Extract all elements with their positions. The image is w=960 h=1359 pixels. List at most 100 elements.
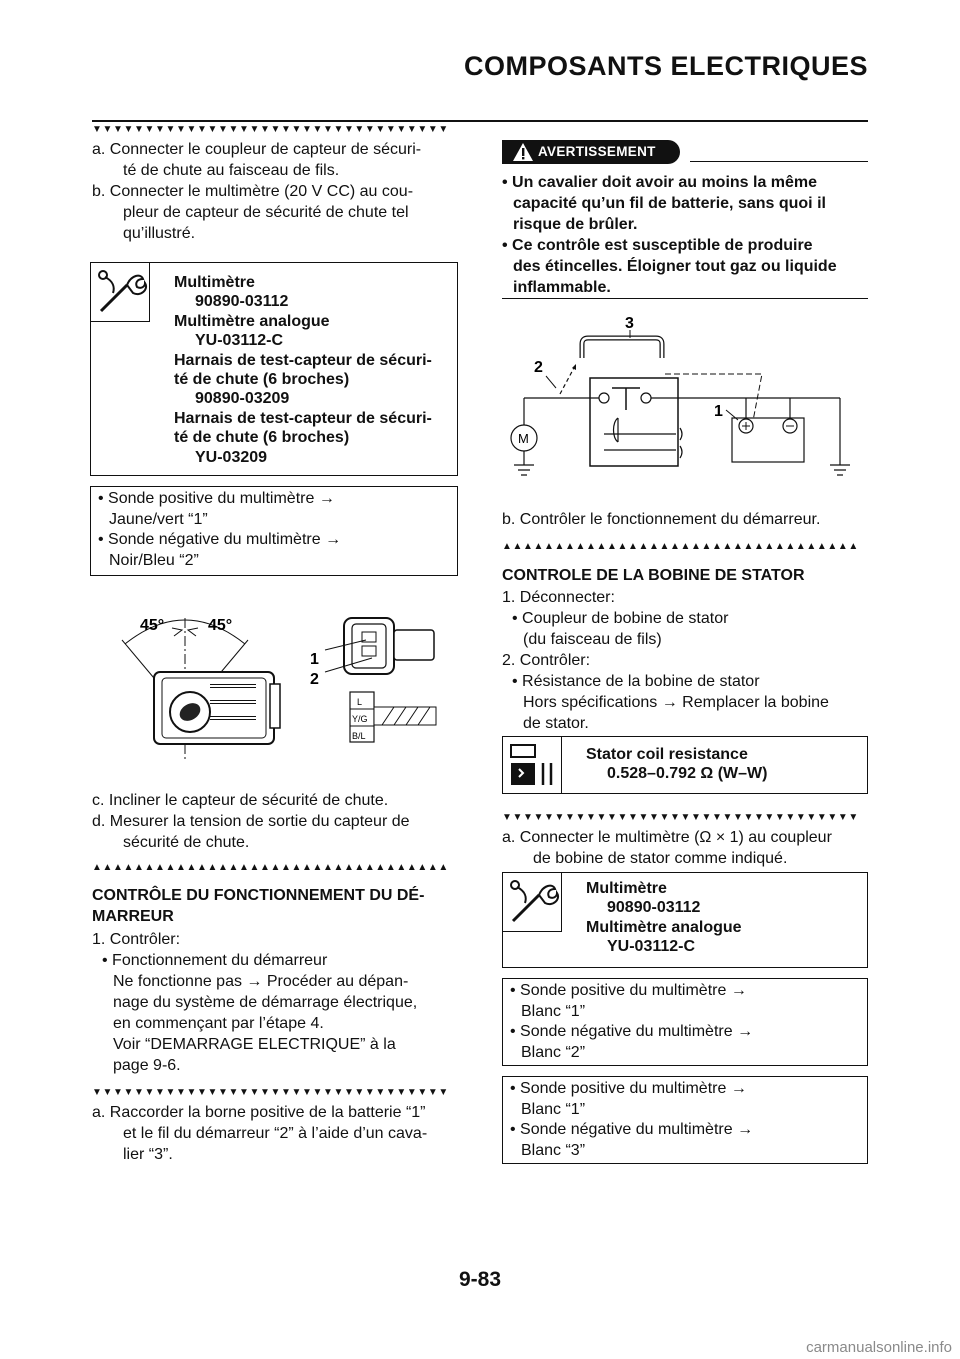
probe-line: • Sonde négative du multimètre →: [510, 1121, 754, 1138]
tool-icon: [503, 873, 562, 932]
check-item: en commençant par l’étape 4.: [113, 1015, 324, 1032]
probe-line: Noir/Bleu “2”: [109, 551, 199, 569]
check-item: nage du système de démarrage électrique,: [113, 994, 418, 1011]
page-number: 9-83: [458, 1268, 502, 1291]
step-a-line1: a. Connecter le coupleur de capteur de s…: [92, 141, 422, 158]
angle-left-label: 45°: [140, 617, 164, 634]
tool-line: YU-03209: [195, 448, 268, 466]
stator-item: • Résistance de la bobine de stator: [512, 673, 760, 690]
section-heading-stator: CONTROLE DE LA BOBINE DE STATOR: [502, 567, 805, 584]
check-item: Voir “DEMARRAGE ELECTRIQUE” à la: [113, 1036, 396, 1053]
check-item: Ne fonctionne pas → Procéder au dépan-: [113, 973, 409, 990]
warning-line: • Ce contrôle est susceptible de produir…: [502, 237, 813, 254]
section-heading-starter-2: MARREUR: [92, 908, 174, 925]
multimeter-spec-icon: [510, 744, 553, 785]
starter-lead-label-2: 2: [534, 359, 543, 376]
probe-line: • Sonde positive du multimètre →: [510, 982, 747, 999]
warning-line: risque de brûler.: [513, 216, 638, 233]
step-d-line2: sécurité de chute.: [123, 834, 250, 851]
procedure-start-marker: ▼▼▼▼▼▼▼▼▼▼▼▼▼▼▼▼▼▼▼▼▼▼▼▼▼▼▼▼▼▼▼▼▼▼: [92, 125, 449, 135]
wire-label-yg: Y/G: [352, 714, 368, 724]
stator-item: Hors spécifications → Remplacer la bobin…: [523, 694, 829, 711]
tool-line: Harnais de test-capteur de sécuri-: [174, 351, 432, 369]
tool-line: Multimètre: [586, 880, 667, 897]
special-tool-box: Multimètre 90890-03112 Multimètre analog…: [502, 872, 868, 968]
warning-label: AVERTISSEMENT: [538, 144, 656, 159]
wire-label-l: L: [357, 697, 362, 707]
procedure-end-marker: ▲▲▲▲▲▲▲▲▲▲▲▲▲▲▲▲▲▲▲▲▲▲▲▲▲▲▲▲▲▲▲▲▲▲: [502, 542, 859, 552]
starter-circuit-diagram: 3 2 1 M: [510, 315, 850, 476]
probe-line: • Sonde négative du multimètre →: [98, 531, 342, 548]
warning-text: • Un cavalier doit avoir au moins la mêm…: [502, 172, 837, 298]
procedure-start-marker: ▼▼▼▼▼▼▼▼▼▼▼▼▼▼▼▼▼▼▼▼▼▼▼▼▼▼▼▼▼▼▼▼▼▼: [502, 813, 859, 823]
step-b-line3: qu’illustré.: [123, 225, 196, 242]
step-b-line1: b. Connecter le multimètre (20 V CC) au …: [92, 183, 414, 200]
lean-angle-sensor-figure: 45° 45° 1 2 L Y/G B/L: [121, 617, 437, 760]
probe-line: • Sonde positive du multimètre →: [98, 490, 335, 507]
battery-terminal-label-1: 1: [714, 403, 723, 420]
warning-line: capacité qu’un fil de batterie, sans quo…: [513, 195, 826, 212]
check-item: • Fonctionnement du démarreur: [102, 952, 328, 969]
procedure-start-marker: ▼▼▼▼▼▼▼▼▼▼▼▼▼▼▼▼▼▼▼▼▼▼▼▼▼▼▼▼▼▼▼▼▼▼: [92, 1088, 449, 1098]
tool-line: Multimètre analogue: [586, 918, 742, 936]
stator-step: 2. Contrôler:: [502, 652, 591, 669]
warning-icon: [513, 143, 533, 161]
step-b-line2: pleur de capteur de sécurité de chute te…: [123, 204, 409, 221]
jumper-step-line2: et le fil du démarreur “2” à l’aide d’un…: [123, 1125, 428, 1142]
tool-line: YU-03112-C: [195, 332, 284, 350]
tool-line: Multimètre: [174, 274, 255, 291]
tool-line: YU-03112-C: [607, 938, 696, 956]
special-tool-box: Multimètre 90890-03112 Multimètre analog…: [90, 262, 458, 476]
motor-label: M: [518, 431, 529, 446]
tool-line: Harnais de test-capteur de sécuri-: [174, 409, 432, 427]
spec-icon-cell: [503, 737, 562, 793]
probe-box: • Sonde positive du multimètre → Jaune/v…: [90, 486, 458, 576]
spec-box: Stator coil resistance 0.528–0.792 Ω (W–…: [502, 736, 868, 794]
tool-icon: [91, 263, 150, 322]
spec-value: 0.528–0.792 Ω (W–W): [607, 765, 768, 782]
probe-box: • Sonde positive du multimètre → Blanc “…: [502, 1076, 868, 1164]
warning-line: • Un cavalier doit avoir au moins la mêm…: [502, 174, 818, 191]
warning-banner: AVERTISSEMENT: [502, 140, 680, 164]
check-item: page 9-6.: [113, 1057, 181, 1074]
step-d-line1: d. Mesurer la tension de sortie du capte…: [92, 813, 410, 830]
connect-step-line1: a. Connecter le multimètre (Ω × 1) au co…: [502, 829, 832, 846]
callout-1: 1: [310, 651, 319, 668]
probe-line: Blanc “2”: [521, 1043, 586, 1061]
spec-title: Stator coil resistance: [586, 746, 748, 763]
tool-line: 90890-03209: [195, 390, 290, 408]
warning-line: des étincelles. Éloigner tout gaz ou liq…: [513, 258, 837, 275]
stator-item: de stator.: [523, 715, 589, 732]
callout-2: 2: [310, 671, 319, 688]
check-step: 1. Contrôler:: [92, 931, 181, 948]
jumper-step-line3: lier “3”.: [123, 1146, 173, 1163]
connect-step-line2: de bobine de stator comme indiqué.: [533, 850, 788, 867]
tool-line: té de chute (6 broches): [174, 429, 350, 447]
procedure-end-marker: ▲▲▲▲▲▲▲▲▲▲▲▲▲▲▲▲▲▲▲▲▲▲▲▲▲▲▲▲▲▲▲▲▲▲: [92, 863, 449, 873]
stator-step: 1. Déconnecter:: [502, 589, 615, 606]
page-title: COMPOSANTS ELECTRIQUES: [463, 51, 868, 81]
probe-line: • Sonde positive du multimètre →: [510, 1080, 747, 1097]
tool-line: 90890-03112: [195, 293, 289, 311]
tool-line: 90890-03112: [607, 899, 701, 917]
header-rule: [92, 120, 868, 122]
tool-line: Multimètre analogue: [174, 312, 330, 330]
tool-line: té de chute (6 broches): [174, 371, 350, 389]
jumper-step-line1: a. Raccorder la borne positive de la bat…: [92, 1104, 426, 1121]
step-a-line2: té de chute au faisceau de fils.: [123, 162, 340, 179]
step-check-starter: b. Contrôler le fonctionnement du démarr…: [502, 511, 821, 528]
section-heading-starter: CONTRÔLE DU FONCTIONNEMENT DU DÉ-: [92, 887, 425, 904]
warning-bottom-rule: [502, 298, 868, 299]
angle-right-label: 45°: [208, 617, 232, 634]
stator-item: (du faisceau de fils): [523, 631, 662, 648]
stator-item: • Coupleur de bobine de stator: [512, 610, 729, 627]
probe-line: Jaune/vert “1”: [109, 510, 208, 528]
probe-line: Blanc “1”: [521, 1002, 586, 1020]
probe-box: • Sonde positive du multimètre → Blanc “…: [502, 978, 868, 1066]
step-c: c. Incliner le capteur de sécurité de ch…: [92, 792, 389, 809]
wire-label-bl: B/L: [352, 731, 366, 741]
warning-top-rule: [690, 161, 868, 162]
warning-line: inflammable.: [513, 279, 611, 296]
jumper-label-3: 3: [625, 315, 634, 332]
probe-line: • Sonde négative du multimètre →: [510, 1023, 754, 1040]
